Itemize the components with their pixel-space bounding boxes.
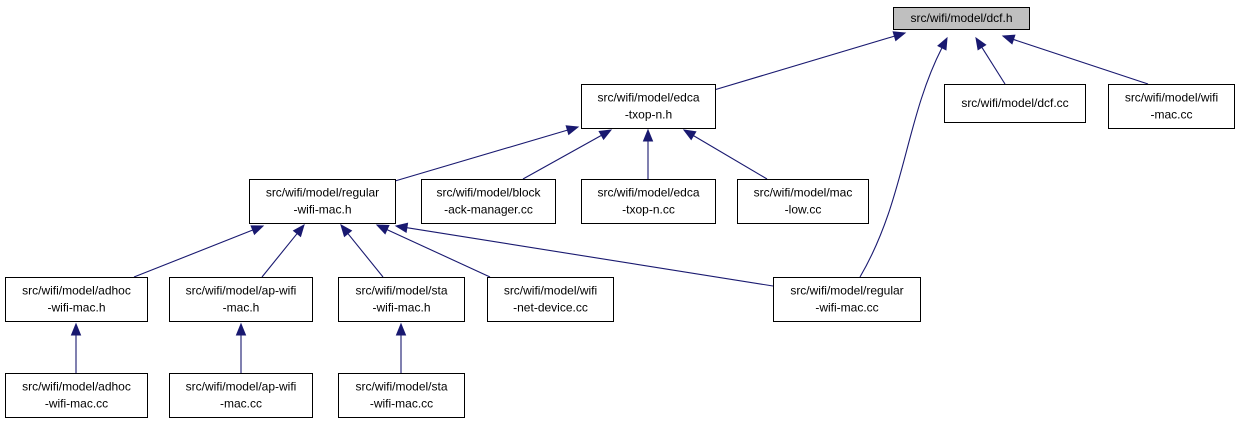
node-regular-wifi-mac-cc[interactable]: src/wifi/model/regular -wifi-mac.cc [773,277,921,322]
nodes-layer: src/wifi/model/dcf.h src/wifi/model/edca -… [5,7,1235,418]
node-label-line: -wifi-mac.cc [815,301,878,315]
node-wifi-mac-cc[interactable]: src/wifi/model/wifi -mac.cc [1108,84,1235,129]
node-label-line: src/wifi/model/regular [790,284,903,298]
edge-ap_wifi_mac_h-to-regular_wifi_mac_h [261,233,298,278]
node-box[interactable] [169,373,313,418]
arrowhead-sta_wifi_mac_h-to-regular_wifi_mac_h [340,223,353,238]
node-label-line: -mac.h [223,301,260,315]
node-label-line: -wifi-mac.h [293,203,351,217]
node-box[interactable] [338,277,465,322]
node-box[interactable] [581,84,716,129]
arrowhead-regular_wifi_mac_h-to-edca_txop_n_h [565,125,580,136]
node-label-line: src/wifi/model/edca [597,91,699,105]
node-box[interactable] [169,277,313,322]
node-label-line: src/wifi/model/sta [355,380,447,394]
node-label-line: src/wifi/model/wifi [504,284,597,298]
node-label-line: -wifi-mac.cc [45,397,108,411]
node-label-line: -ack-manager.cc [444,203,533,217]
node-edca-txop-n-cc[interactable]: src/wifi/model/edca -txop-n.cc [581,179,716,224]
arrowhead-wifi_mac_cc-to-dcf_h [1001,34,1016,45]
edge-wifi_net_device_cc-to-regular_wifi_mac_h [386,229,491,278]
node-label-line: -wifi-mac.h [47,301,105,315]
node-label-line: src/wifi/model/adhoc [22,284,131,298]
node-block-ack-manager-cc[interactable]: src/wifi/model/block -ack-manager.cc [421,179,556,224]
edge-block_ack_manager_cc-to-edca_txop_n_h [522,134,602,180]
node-label-line: -txop-n.h [625,108,672,122]
node-ap-wifi-mac-h[interactable]: src/wifi/model/ap-wifi -mac.h [169,277,313,322]
node-box[interactable] [5,277,148,322]
edge-wifi_mac_cc-to-dcf_h [1013,38,1149,85]
node-label-line: -txop-n.cc [622,203,675,217]
node-label-line: src/wifi/model/dcf.h [910,11,1012,25]
arrowhead-edca_txop_n_cc-to-edca_txop_n_h [642,128,654,142]
node-dcf-h[interactable]: src/wifi/model/dcf.h [893,7,1030,30]
edge-adhoc_wifi_mac_h-to-regular_wifi_mac_h [133,229,253,278]
node-label-line: -low.cc [785,203,822,217]
node-label-line: -wifi-mac.cc [370,397,433,411]
node-box[interactable] [581,179,716,224]
node-box[interactable] [944,84,1086,123]
node-label-line: src/wifi/model/dcf.cc [961,96,1068,110]
node-box[interactable] [893,7,1030,30]
arrowhead-mac_low_cc-to-edca_txop_n_h [682,129,697,141]
node-label-line: src/wifi/model/wifi [1125,91,1218,105]
node-sta-wifi-mac-cc[interactable]: src/wifi/model/sta -wifi-mac.cc [338,373,465,418]
node-box[interactable] [1108,84,1235,129]
node-adhoc-wifi-mac-h[interactable]: src/wifi/model/adhoc -wifi-mac.h [5,277,148,322]
node-box[interactable] [421,179,556,224]
arrowhead-regular_wifi_mac_cc-to-regular_wifi_mac_h [394,222,409,233]
edge-regular_wifi_mac_h-to-edca_txop_n_h [394,129,568,182]
node-ap-wifi-mac-cc[interactable]: src/wifi/model/ap-wifi -mac.cc [169,373,313,418]
node-label-line: src/wifi/model/adhoc [22,380,131,394]
arrowhead-adhoc_wifi_mac_h-to-regular_wifi_mac_h [250,225,265,236]
node-mac-low-cc[interactable]: src/wifi/model/mac -low.cc [737,179,869,224]
arrowhead-ap_wifi_mac_h-to-regular_wifi_mac_h [292,223,305,238]
edge-regular_wifi_mac_cc-to-regular_wifi_mac_h [406,227,774,287]
node-sta-wifi-mac-h[interactable]: src/wifi/model/sta -wifi-mac.h [338,277,465,322]
node-adhoc-wifi-mac-cc[interactable]: src/wifi/model/adhoc -wifi-mac.cc [5,373,148,418]
node-label-line: -mac.cc [220,397,262,411]
edge-dcf_cc-to-dcf_h [981,47,1006,85]
node-label-line: -mac.cc [1151,108,1193,122]
node-label-line: src/wifi/model/ap-wifi [186,284,297,298]
node-box[interactable] [5,373,148,418]
edges-layer [70,31,1149,373]
node-wifi-net-device-cc[interactable]: src/wifi/model/wifi -net-device.cc [487,277,614,322]
arrowhead-wifi_net_device_cc-to-regular_wifi_mac_h [375,224,390,235]
node-label-line: src/wifi/model/ap-wifi [186,380,297,394]
node-box[interactable] [338,373,465,418]
node-label-line: src/wifi/model/sta [355,284,447,298]
node-label-line: src/wifi/model/edca [597,186,699,200]
arrowhead-edca_txop_n_h-to-dcf_h [892,31,907,42]
edge-edca_txop_n_h-to-dcf_h [713,35,895,91]
node-box[interactable] [737,179,869,224]
edge-sta_wifi_mac_h-to-regular_wifi_mac_h [347,233,384,278]
node-box[interactable] [773,277,921,322]
node-box[interactable] [249,179,396,224]
node-label-line: src/wifi/model/block [436,186,541,200]
node-edca-txop-n-h[interactable]: src/wifi/model/edca -txop-n.h [581,84,716,129]
edge-regular_wifi_mac_cc-to-dcf_h [859,47,943,278]
node-label-line: -wifi-mac.h [372,301,430,315]
arrowhead-dcf_cc-to-dcf_h [975,36,987,51]
node-label-line: -net-device.cc [513,301,588,315]
arrowhead-ap_wifi_mac_cc-to-ap_wifi_mac_h [235,322,247,336]
edge-mac_low_cc-to-edca_txop_n_h [693,135,768,180]
node-label-line: src/wifi/model/regular [266,186,379,200]
arrowhead-regular_wifi_mac_cc-to-dcf_h [937,36,948,51]
node-regular-wifi-mac-h[interactable]: src/wifi/model/regular -wifi-mac.h [249,179,396,224]
node-box[interactable] [487,277,614,322]
node-dcf-cc[interactable]: src/wifi/model/dcf.cc [944,84,1086,123]
arrowhead-adhoc_wifi_mac_cc-to-adhoc_wifi_mac_h [70,322,82,336]
arrowhead-block_ack_manager_cc-to-edca_txop_n_h [598,129,613,141]
node-label-line: src/wifi/model/mac [754,186,853,200]
arrowhead-sta_wifi_mac_cc-to-sta_wifi_mac_h [395,322,407,336]
